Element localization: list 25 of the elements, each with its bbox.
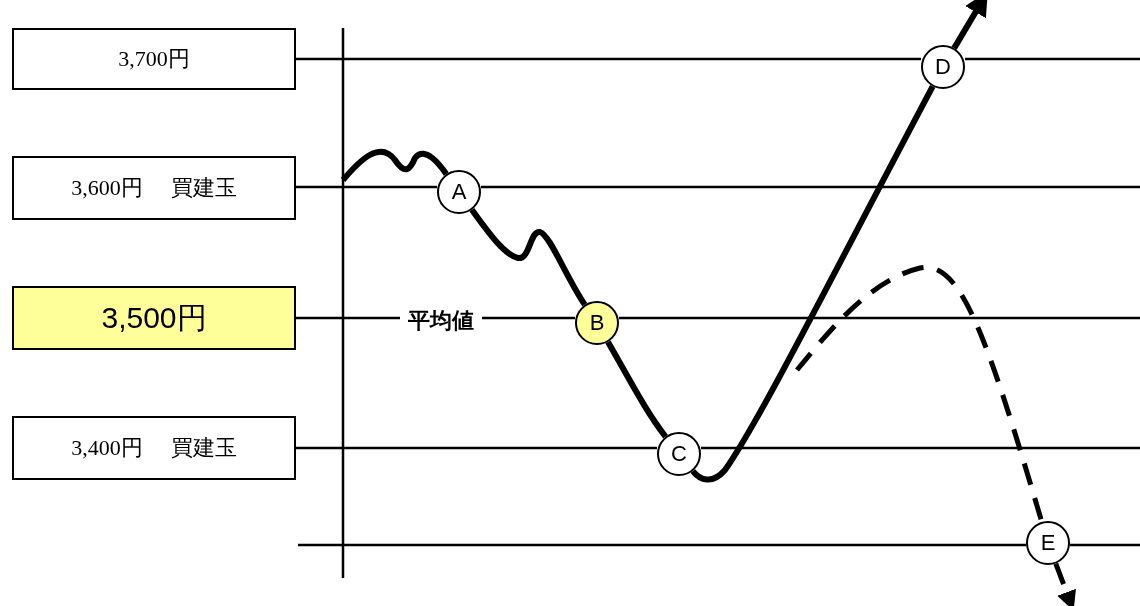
point-marker: C <box>657 432 701 476</box>
price-level-line <box>296 185 437 189</box>
point-marker: E <box>1026 521 1070 565</box>
position-text: 買建玉 <box>170 174 237 202</box>
price-box <box>12 286 296 350</box>
point-marker: D <box>921 45 965 89</box>
price-text: 3,600円 <box>71 174 143 202</box>
price-curve <box>795 265 1045 523</box>
price-level-line <box>340 148 449 182</box>
price-box <box>12 156 296 220</box>
price-box <box>12 28 296 90</box>
point-marker: B <box>575 301 619 345</box>
arrow <box>951 0 988 50</box>
price-text: 3,400円 <box>71 434 143 462</box>
price-level-line <box>296 57 921 61</box>
arrow <box>1053 562 1076 606</box>
price-level-line <box>469 208 588 307</box>
price-level-line <box>690 85 936 483</box>
price-level-line <box>296 446 657 450</box>
position-text: 買建玉 <box>170 434 237 462</box>
price-level-line <box>605 340 668 439</box>
price-text: 3,500円 <box>101 299 207 336</box>
price-text: 3,700円 <box>118 45 190 73</box>
point-marker: A <box>437 170 481 214</box>
price-box <box>12 416 296 480</box>
